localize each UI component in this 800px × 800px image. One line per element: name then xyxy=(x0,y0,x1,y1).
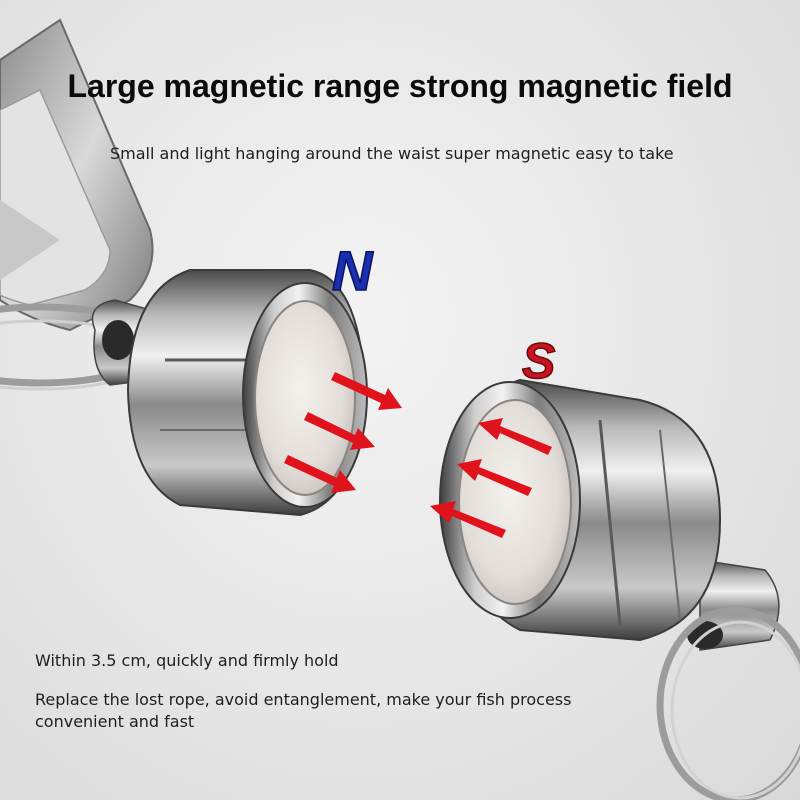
north-pole-label: N xyxy=(332,239,374,302)
north-magnet xyxy=(91,269,368,517)
south-magnet xyxy=(439,378,780,651)
feature-note-range: Within 3.5 cm, quickly and firmly hold xyxy=(35,651,339,670)
split-ring-right xyxy=(656,606,800,800)
headline: Large magnetic range strong magnetic fie… xyxy=(67,68,733,104)
carabiner-clip xyxy=(0,18,154,332)
attraction-arrows xyxy=(284,372,552,538)
south-pole-label: S xyxy=(522,333,555,389)
subheadline: Small and light hanging around the waist… xyxy=(110,144,674,163)
feature-note-convenience: Replace the lost rope, avoid entanglemen… xyxy=(35,690,572,731)
